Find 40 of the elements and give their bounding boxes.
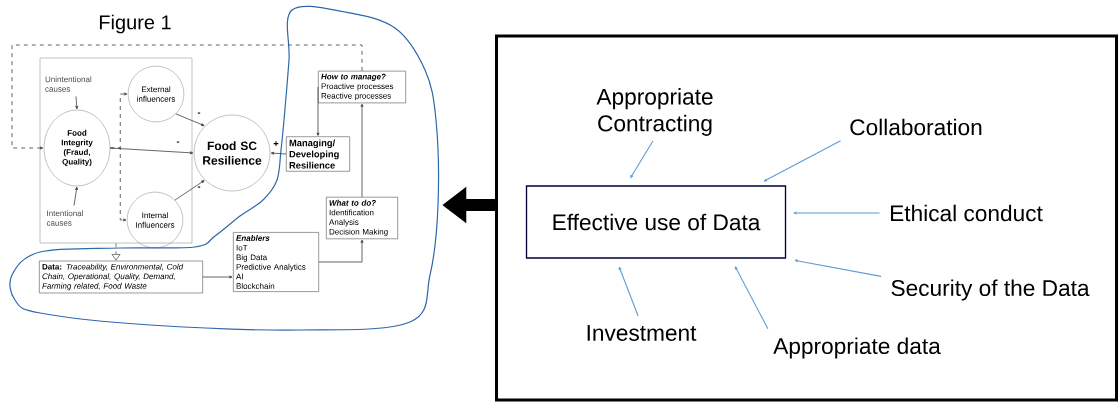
arrow xyxy=(794,259,882,277)
arrow xyxy=(318,239,364,263)
edge-label: - xyxy=(175,140,181,146)
edge-label: - xyxy=(196,111,202,117)
enablers-box: Enablers IoT Big Data Predictive Analytics AI Blockchain xyxy=(233,232,319,292)
arrow xyxy=(270,151,287,155)
arrow xyxy=(175,113,205,126)
panel-frame xyxy=(495,34,1118,402)
process-box: Managing/ Developing Resilience xyxy=(286,136,350,172)
arrow xyxy=(202,275,233,279)
arrow xyxy=(630,140,654,179)
arrow xyxy=(793,211,881,215)
arrow xyxy=(109,147,194,155)
arrow xyxy=(11,44,363,150)
data-box: Data: Traceability, Environmental, Cold Chain, Operational, Quality, Demand, Farming related, Food Waste xyxy=(39,260,203,294)
edge-label: - xyxy=(196,185,202,191)
arrow xyxy=(360,103,364,198)
factor-text: Investment xyxy=(587,325,697,341)
data-box: Effective use of Data xyxy=(525,185,787,259)
arrow xyxy=(75,96,79,110)
figure-title: Figure 1 xyxy=(99,14,171,34)
arrow xyxy=(763,140,842,182)
factor-text: Collaboration xyxy=(850,118,982,136)
cause-text: Unintentional causes xyxy=(45,76,92,92)
question-box: What to do? Identification Analysis Decision Making xyxy=(326,196,398,240)
factor-text: Appropriate data xyxy=(773,337,941,359)
arrow xyxy=(316,86,320,136)
arrow xyxy=(174,180,205,201)
edge-label: + xyxy=(272,140,280,148)
factor-text: Security of the Data xyxy=(891,279,1090,301)
factor-text: Ethical conduct xyxy=(891,204,1043,222)
arrow xyxy=(618,266,639,317)
arrow xyxy=(734,266,769,330)
panel-frame xyxy=(39,57,193,244)
arrow xyxy=(111,242,121,261)
cause-text: Intentional causes xyxy=(46,210,83,226)
arrow xyxy=(73,186,78,206)
factor-text: Appropriate Contracting xyxy=(596,88,713,136)
question-box: How to manage? Proactive processes Reactive processes xyxy=(318,70,406,104)
outline-loop xyxy=(9,5,440,331)
